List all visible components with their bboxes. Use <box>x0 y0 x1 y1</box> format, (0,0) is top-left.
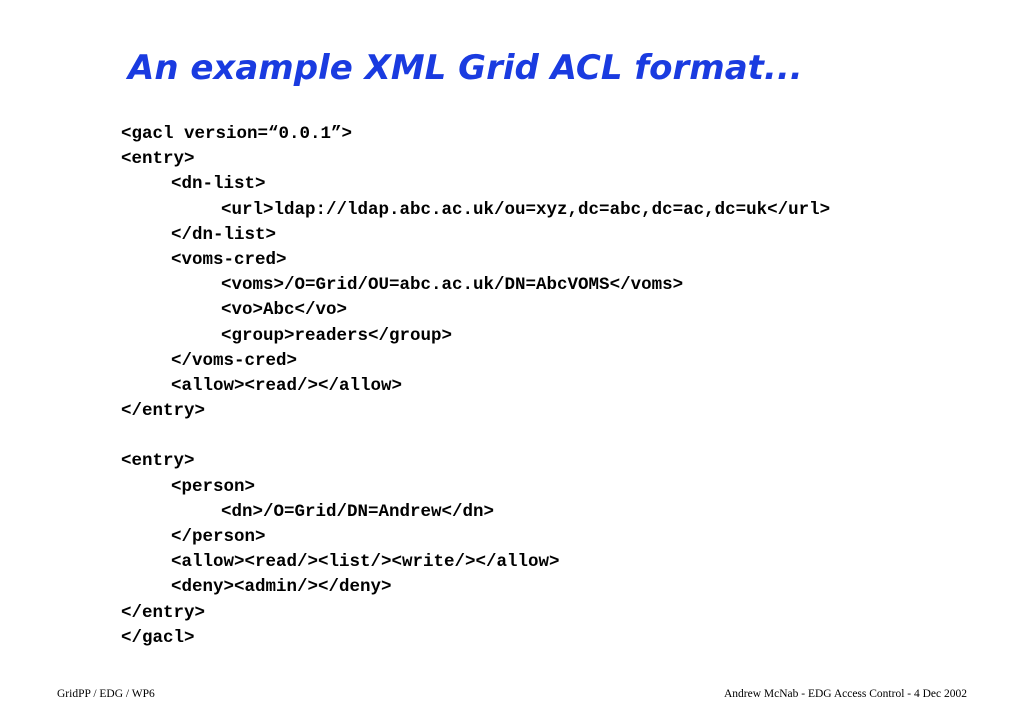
code-line: <url>ldap://ldap.abc.ac.uk/ou=xyz,dc=abc… <box>221 199 831 220</box>
code-line: <voms-cred> <box>171 249 287 270</box>
slide-title: An example XML Grid ACL format... <box>128 48 803 88</box>
xml-code-block: <gacl version=“0.0.1”> <entry> <dn-list>… <box>121 122 830 651</box>
code-line: </entry> <box>121 602 206 623</box>
code-line: <person> <box>171 476 256 497</box>
code-line: </dn-list> <box>171 224 277 245</box>
code-line: <gacl version=“0.0.1”> <box>121 124 353 144</box>
code-line: <voms>/O=Grid/OU=abc.ac.uk/DN=AbcVOMS</v… <box>221 275 684 296</box>
code-line: </entry> <box>121 401 206 422</box>
blank-line <box>121 424 830 449</box>
code-line: <entry> <box>121 451 195 472</box>
code-line: <dn>/O=Grid/DN=Andrew</dn> <box>221 501 495 522</box>
code-line: </voms-cred> <box>171 350 298 371</box>
footer-right: Andrew McNab - EDG Access Control - 4 De… <box>723 688 967 700</box>
code-line: <allow><read/></allow> <box>171 375 403 396</box>
code-line: <dn-list> <box>171 174 266 195</box>
footer-left: GridPP / EDG / WP6 <box>57 688 155 700</box>
code-line: </person> <box>171 527 266 547</box>
code-line: <vo>Abc</vo> <box>221 300 348 321</box>
code-line: <entry> <box>121 149 195 170</box>
code-line: <deny><admin/></deny> <box>171 577 392 598</box>
code-line: </gacl> <box>121 627 195 648</box>
code-line: <group>readers</group> <box>221 325 453 346</box>
code-line: <allow><read/><list/><write/></allow> <box>171 552 560 573</box>
